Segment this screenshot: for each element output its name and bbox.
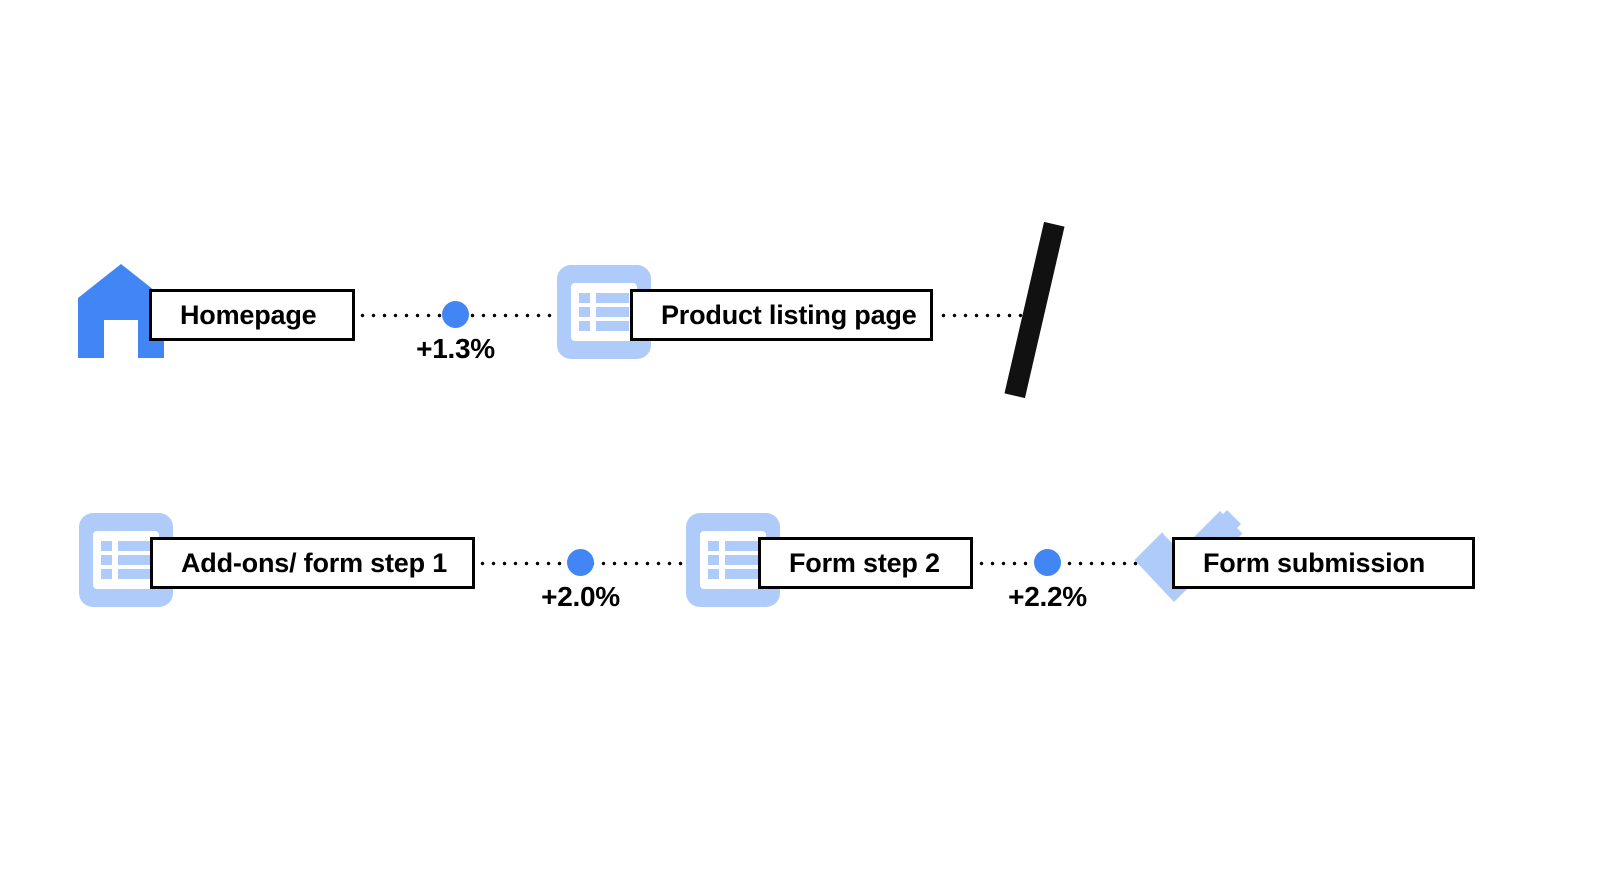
uplift-value-1: +1.3% xyxy=(416,333,495,364)
step-box-form-submission[interactable]: Form submission xyxy=(1172,537,1475,589)
step-label-homepage: Homepage xyxy=(180,299,317,330)
uplift-dot-1 xyxy=(442,301,469,328)
house-icon xyxy=(78,264,164,358)
uplift-marker-3: +2.2% xyxy=(1008,549,1087,612)
uplift-value-2: +2.0% xyxy=(541,581,620,612)
list-document-icon-addons xyxy=(79,513,173,607)
list-document-icon-plp xyxy=(557,265,651,359)
uplift-marker-2: +2.0% xyxy=(541,549,620,612)
step-box-product-listing-page[interactable]: Product listing page xyxy=(630,289,933,341)
list-document-icon-form2 xyxy=(686,513,780,607)
step-label-product-listing-page: Product listing page xyxy=(661,299,917,330)
uplift-marker-1: +1.3% xyxy=(416,301,495,364)
step-label-form-submission: Form submission xyxy=(1203,547,1426,578)
uplift-dot-3 xyxy=(1034,549,1061,576)
connector-form2-to-submission xyxy=(976,561,1172,566)
step-box-add-ons-form-step-1[interactable]: Add-ons/ form step 1 xyxy=(150,537,475,589)
uplift-value-3: +2.2% xyxy=(1008,581,1087,612)
connector-plp-to-break xyxy=(938,313,1043,318)
step-box-form-step-2[interactable]: Form step 2 xyxy=(758,537,973,589)
step-label-form-step-2: Form step 2 xyxy=(789,547,940,578)
slash-break-icon xyxy=(1004,221,1065,399)
step-label-add-ons-form-step-1: Add-ons/ form step 1 xyxy=(181,547,448,578)
step-box-homepage[interactable]: Homepage xyxy=(149,289,355,341)
uplift-dot-2 xyxy=(567,549,594,576)
